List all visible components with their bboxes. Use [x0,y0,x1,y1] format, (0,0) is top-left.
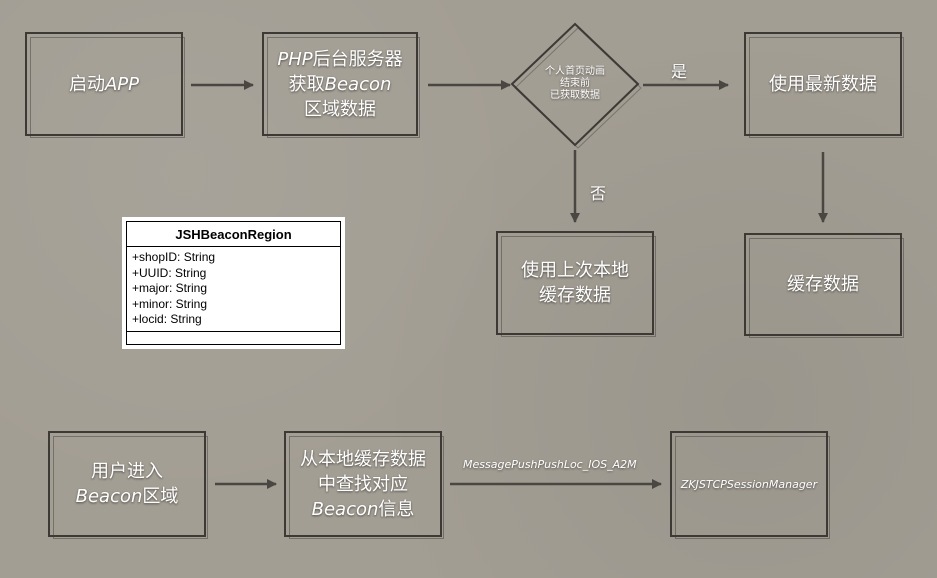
find-local-line3: Beacon信息 [311,498,415,520]
edge-label-no: 否 [590,184,607,203]
use-last-local-box: 使用上次本地 缓存数据 [496,231,656,337]
php-server-line3: 区域数据 [304,98,376,120]
uml-methods [127,332,340,342]
user-enter-line2: Beacon区域 [75,486,179,507]
cache-data-box: 缓存数据 [744,233,904,338]
start-app-box: 启动APP [25,32,185,138]
uml-attribute: +locid: String [132,312,202,326]
find-local-box: 从本地缓存数据 中查找对应 Beacon信息 [284,431,444,539]
uml-attribute: +minor: String [132,296,208,311]
decision-diamond [510,22,640,147]
php-server-line1: PHP后台服务器 [277,48,403,70]
uml-attribute: +major: String [132,281,208,295]
start-app-label: 启动APP [68,73,140,95]
uml-attribute: +shopID: String [132,250,216,264]
php-server-box: PHP后台服务器 获取Beacon 区域数据 [262,32,420,138]
php-server-line2: 获取Beacon [288,73,392,95]
decision-diamond-shadow [514,27,642,149]
user-enter-box: 用户进入 Beacon区域 [48,431,208,539]
uml-attribute: +UUID: String [132,265,207,280]
uml-class-frame: JSHBeaconRegion +shopID: String +UUID: S… [126,221,341,345]
uml-class-name: JSHBeaconRegion [127,222,340,247]
session-manager-box: ZKJSTCPSessionManager [670,431,830,539]
use-latest-box: 使用最新数据 [744,32,904,138]
uml-attributes: +shopID: String +UUID: String +major: St… [127,247,340,332]
uml-class-diagram: JSHBeaconRegion +shopID: String +UUID: S… [122,217,345,349]
decision-text: 个人首页动画 结束前 已获取数据 [545,66,605,101]
edge-label-yes: 是 [671,62,688,81]
edge-label-message: MessagePushPushLoc_IOS_A2M [463,458,637,471]
